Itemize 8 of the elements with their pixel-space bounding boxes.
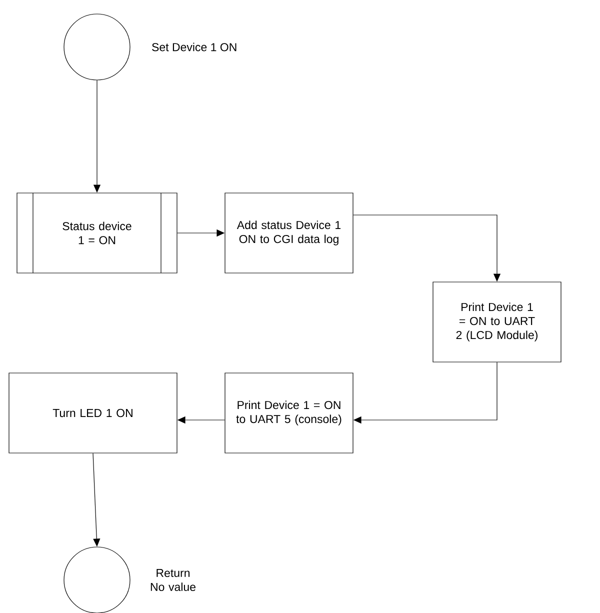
process-box: Print Device 1 = ON to UART 5 (console) [224, 372, 354, 454]
node-label: Set Device 1 ON [152, 42, 236, 52]
process-box: Add status Device 1 ON to CGI data log [224, 192, 354, 274]
process-box: Turn LED 1 ON [8, 372, 178, 454]
process-box: Print Device 1 = ON to UART 2 (LCD Module) [432, 282, 562, 362]
node-label: Return No value [150, 569, 196, 592]
subroutine-box: Status device 1 = ON [16, 192, 178, 274]
terminal-circle [64, 14, 130, 80]
